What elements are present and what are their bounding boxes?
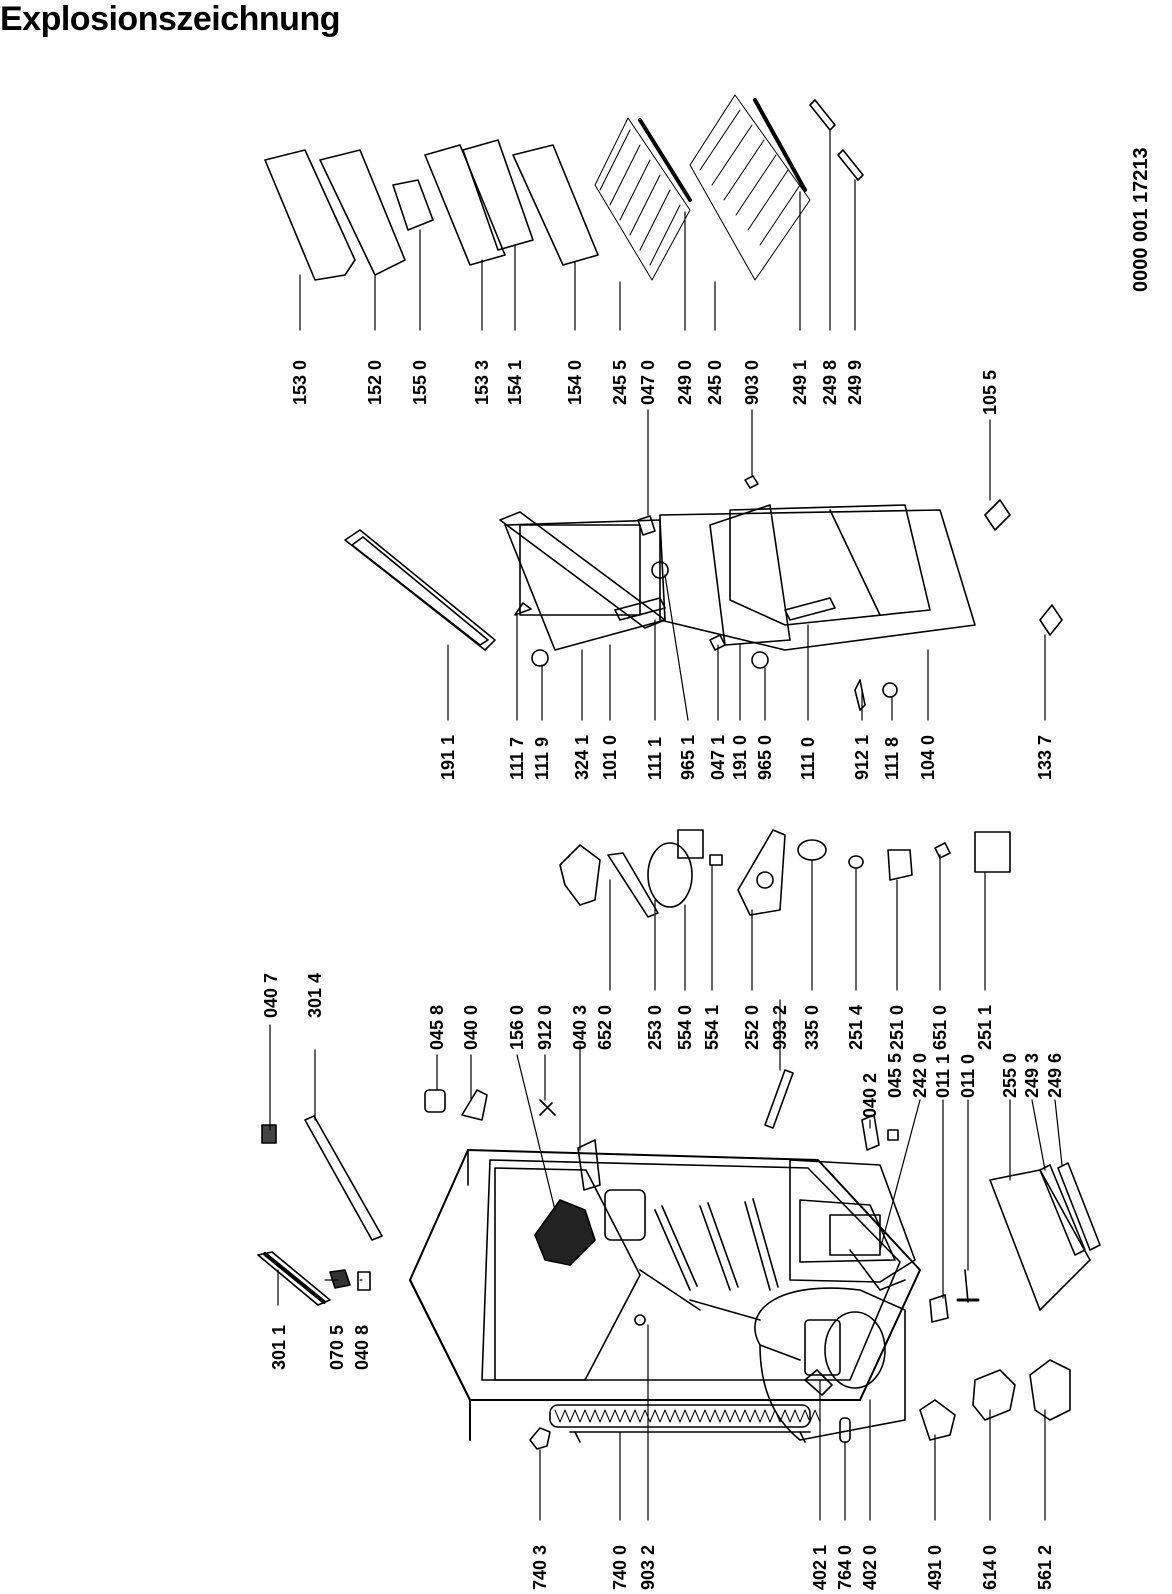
part-label: 249 3 bbox=[1022, 1052, 1042, 1098]
part-label: 249 1 bbox=[790, 359, 810, 405]
part-label: 111 8 bbox=[882, 736, 902, 780]
part-label: 249 9 bbox=[845, 359, 865, 405]
part-label: 491 0 bbox=[925, 1544, 945, 1590]
door-group bbox=[344, 475, 1063, 711]
part-label: 301 1 bbox=[269, 1324, 289, 1370]
part-label: 242 0 bbox=[910, 1052, 930, 1098]
part-label: 011 1 bbox=[933, 1053, 953, 1098]
part-label: 651 0 bbox=[930, 1004, 950, 1050]
part-label: 011 0 bbox=[958, 1053, 978, 1098]
part-label: 255 0 bbox=[1000, 1052, 1020, 1098]
part-label: 252 0 bbox=[742, 1004, 762, 1050]
part-label: 301 4 bbox=[305, 972, 325, 1018]
part-label: 154 1 bbox=[505, 359, 525, 405]
part-label: 153 3 bbox=[472, 359, 492, 405]
part-label: 402 0 bbox=[860, 1544, 880, 1590]
part-label: 335 0 bbox=[802, 1004, 822, 1050]
top-strips bbox=[257, 1115, 383, 1306]
part-label: 402 1 bbox=[810, 1544, 830, 1590]
part-label: 561 2 bbox=[1035, 1544, 1055, 1590]
compressor-compartment bbox=[754, 1287, 906, 1441]
door-bins-group bbox=[264, 94, 864, 281]
part-label: 154 0 bbox=[565, 359, 585, 405]
part-label: 111 9 bbox=[532, 736, 552, 780]
diagram-title: Explosionszeichnung bbox=[0, 0, 340, 38]
part-label: 045 8 bbox=[427, 1004, 447, 1050]
part-label: 249 8 bbox=[820, 359, 840, 405]
part-label: 993 2 bbox=[770, 1004, 790, 1050]
part-label: 764 0 bbox=[835, 1544, 855, 1590]
small-parts bbox=[424, 829, 1101, 1443]
part-label: 040 2 bbox=[860, 1072, 880, 1118]
part-label: 965 1 bbox=[678, 734, 698, 780]
part-label: 040 8 bbox=[352, 1324, 372, 1370]
part-label: 101 0 bbox=[600, 734, 620, 780]
part-label: 253 0 bbox=[645, 1004, 665, 1050]
part-label: 903 2 bbox=[638, 1544, 658, 1590]
part-label: 245 5 bbox=[610, 359, 630, 405]
part-label: 040 3 bbox=[570, 1004, 590, 1050]
part-label: 965 0 bbox=[755, 734, 775, 780]
condenser bbox=[549, 1404, 821, 1443]
part-label: 105 5 bbox=[980, 369, 1000, 415]
part-label: 045 5 bbox=[885, 1052, 905, 1098]
part-label: 133 7 bbox=[1035, 734, 1055, 780]
part-label: 111 1 bbox=[645, 736, 665, 780]
part-label: 614 0 bbox=[980, 1544, 1000, 1590]
part-label: 153 0 bbox=[290, 359, 310, 405]
part-label: 156 0 bbox=[507, 1004, 527, 1050]
part-label: 903 0 bbox=[742, 359, 762, 405]
part-label: 047 1 bbox=[708, 734, 728, 780]
part-label: 740 0 bbox=[610, 1544, 630, 1590]
part-label: 152 0 bbox=[365, 359, 385, 405]
part-label: 104 0 bbox=[918, 734, 938, 780]
part-label: 652 0 bbox=[595, 1004, 615, 1050]
part-label: 912 0 bbox=[535, 1004, 555, 1050]
part-label: 191 0 bbox=[730, 734, 750, 780]
part-label: 251 0 bbox=[887, 1004, 907, 1050]
part-label: 155 0 bbox=[410, 359, 430, 405]
leader-lines bbox=[269, 129, 1063, 1521]
part-label: 249 6 bbox=[1045, 1052, 1065, 1098]
part-label: 245 0 bbox=[705, 359, 725, 405]
part-label: 040 0 bbox=[461, 1004, 481, 1050]
part-label: 070 5 bbox=[327, 1324, 347, 1370]
part-label: 740 3 bbox=[530, 1544, 550, 1590]
part-label: 912 1 bbox=[852, 734, 872, 780]
part-740-3 bbox=[529, 1427, 551, 1450]
part-label: 554 1 bbox=[702, 1004, 722, 1050]
part-label: 251 4 bbox=[846, 1004, 866, 1050]
part-label: 191 1 bbox=[438, 734, 458, 780]
part-label: 249 0 bbox=[675, 359, 695, 405]
part-label: 111 7 bbox=[507, 736, 527, 780]
part-label: 324 1 bbox=[572, 734, 592, 780]
cabinet-body bbox=[409, 1149, 921, 1441]
part-label: 251 1 bbox=[975, 1004, 995, 1050]
part-label: 047 0 bbox=[638, 359, 658, 405]
part-label: 111 0 bbox=[798, 736, 818, 780]
part-label: 040 7 bbox=[261, 972, 281, 1018]
part-label: 554 0 bbox=[675, 1004, 695, 1050]
